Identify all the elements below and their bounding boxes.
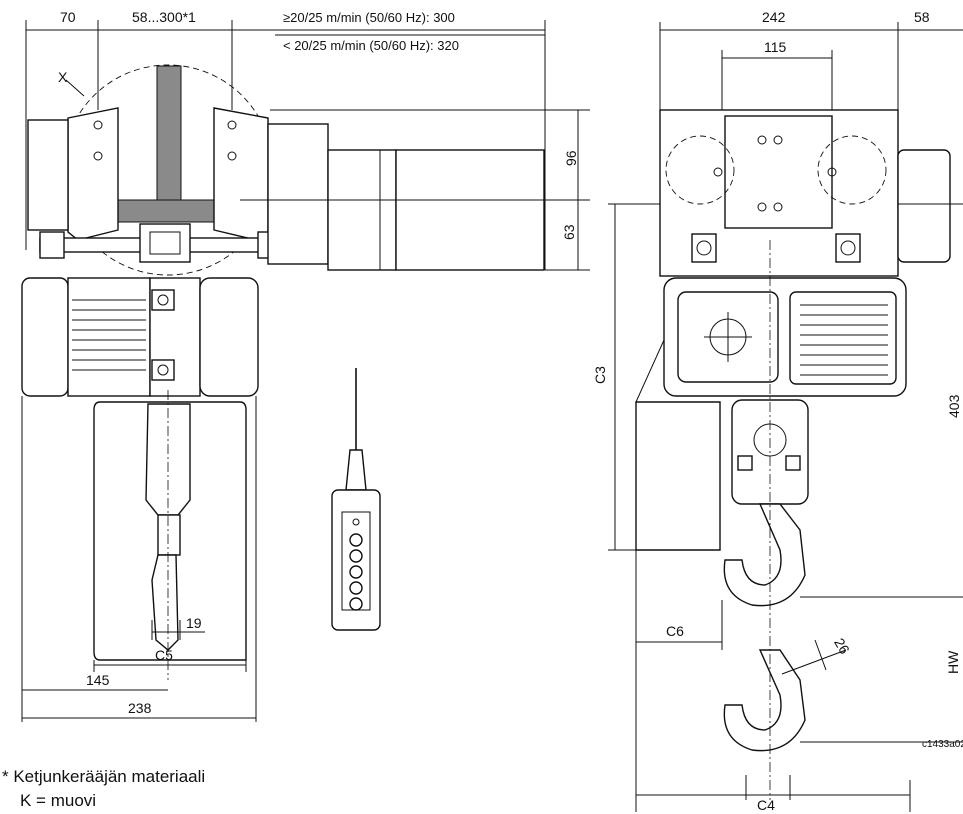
speed-line-1: ≥20/25 m/min (50/60 Hz): 300 (283, 10, 455, 25)
drawing-code: c1433a02 (922, 739, 963, 750)
speed-line-2: < 20/25 m/min (50/60 Hz): 320 (283, 38, 459, 53)
footnote-line-1: * Ketjunkerääjän materiaali (2, 767, 205, 786)
dim-58-300: 58...300*1 (132, 9, 196, 25)
dim-c6: C6 (666, 623, 684, 639)
dim-hw: HW (945, 650, 961, 674)
dim-26: 26 (831, 635, 853, 657)
dim-403: 403 (946, 394, 962, 418)
dim-c4: C4 (757, 797, 775, 813)
pendant-control (331, 368, 381, 631)
detail-x-label: X (58, 69, 68, 85)
side-view: 70 58...300*1 ≥20/25 m/min (50/60 Hz): 3… (21, 9, 590, 722)
footnote-line-2: K = muovi (20, 791, 96, 810)
dim-115: 115 (764, 39, 787, 55)
dim-145: 145 (86, 672, 110, 688)
dim-c5: C5 (155, 647, 173, 663)
dim-c3: C3 (592, 366, 608, 384)
dim-19: 19 (186, 615, 202, 631)
dim-96: 96 (563, 150, 579, 166)
dim-70: 70 (60, 9, 76, 25)
dim-242: 242 (762, 9, 786, 25)
dim-238: 238 (128, 700, 152, 716)
dim-58: 58 (914, 9, 930, 25)
front-view: 242 58 115 (592, 9, 963, 813)
dim-63: 63 (561, 224, 577, 240)
